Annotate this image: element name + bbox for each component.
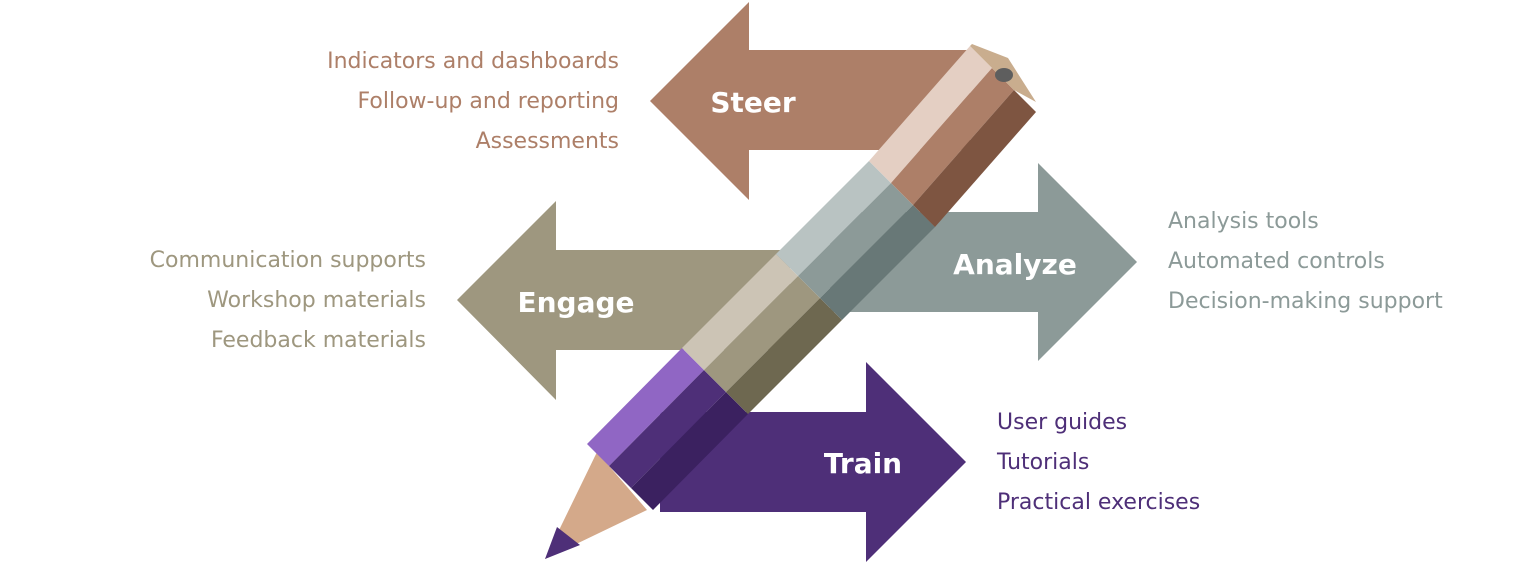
train-list: User guides Tutorials Practical exercise… — [997, 403, 1200, 523]
pencil-beige-mid — [704, 276, 820, 392]
analyze-label: Analyze — [953, 248, 1077, 281]
pencil-beige-light — [682, 254, 798, 370]
list-item: Assessments — [475, 129, 619, 154]
list-item: Automated controls — [1168, 249, 1385, 274]
list-item: Indicators and dashboards — [327, 49, 619, 74]
steer-label: Steer — [710, 86, 796, 119]
pencil-gray-mid — [798, 183, 913, 298]
pencil-end-hole-icon — [995, 68, 1013, 82]
pencil-tip-icon — [545, 452, 647, 559]
steer-list: Indicators and dashboards Follow-up and … — [327, 42, 619, 162]
pencil-purple-dark — [631, 392, 748, 510]
list-item: Communication supports — [149, 248, 426, 273]
pencil-icon — [545, 44, 1036, 559]
pencil-gray-dark — [820, 205, 935, 320]
pencil-brown-dark — [913, 90, 1036, 227]
list-item: Tutorials — [997, 450, 1090, 475]
pencil-beige-dark — [726, 298, 842, 414]
pencil-lead-icon — [545, 527, 580, 559]
engage-arrow — [457, 201, 790, 400]
list-item: Feedback materials — [210, 328, 426, 353]
list-item: User guides — [997, 410, 1128, 435]
list-item: Decision-making support — [1168, 289, 1443, 314]
steer-arrow — [650, 2, 970, 200]
train-label: Train — [824, 447, 902, 480]
pencil-brown-mid — [891, 68, 1014, 205]
analyze-list: Analysis tools Automated controls Decisi… — [1168, 202, 1443, 322]
list-item: Workshop materials — [207, 288, 426, 313]
engage-label: Engage — [517, 286, 634, 319]
pencil-brown-light — [869, 46, 992, 183]
list-item: Analysis tools — [1168, 209, 1319, 234]
pencil-gray-light — [776, 161, 891, 276]
pencil-purple-light — [587, 348, 704, 466]
list-item: Follow-up and reporting — [357, 89, 619, 114]
pencil-purple-mid — [609, 370, 726, 488]
engage-list: Communication supports Workshop material… — [150, 241, 426, 361]
list-item: Practical exercises — [997, 490, 1201, 515]
